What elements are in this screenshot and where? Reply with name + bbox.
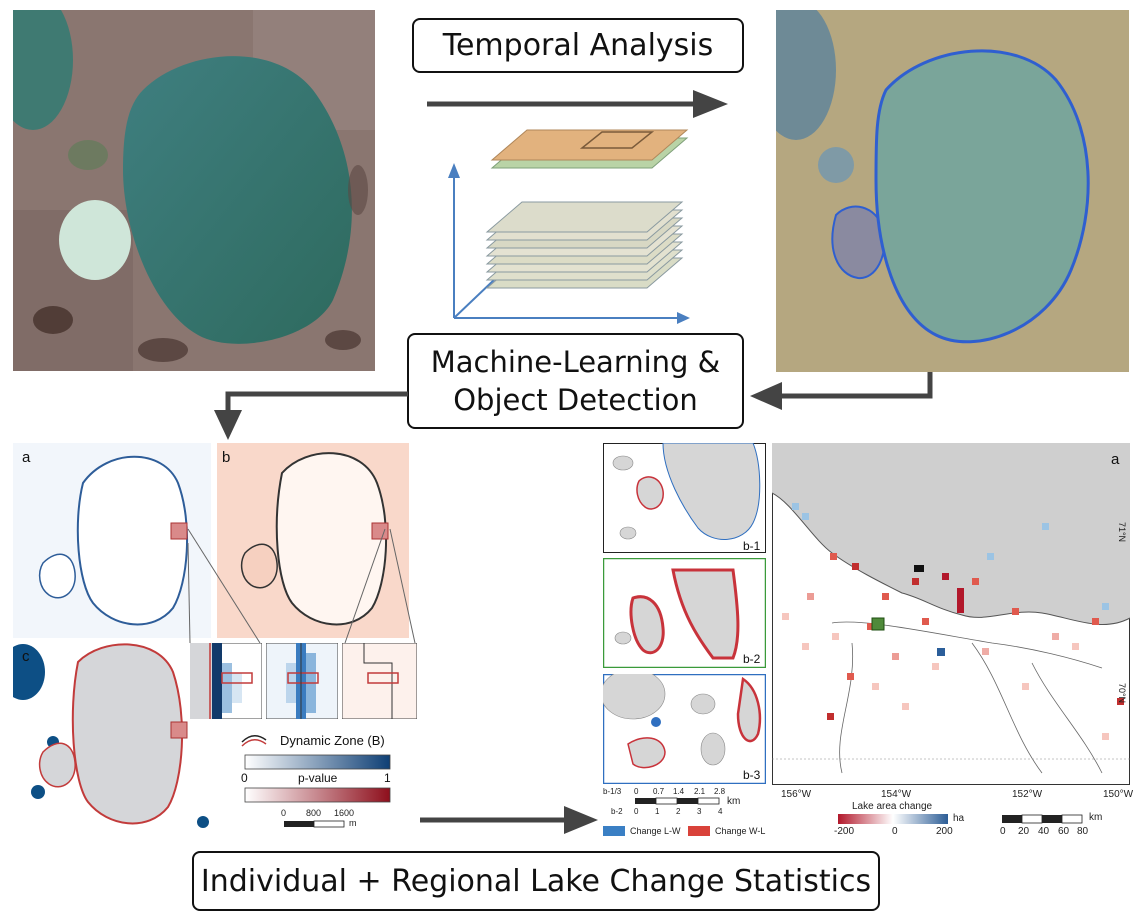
map-lon-154: 154°W — [881, 789, 912, 800]
ml-object-detection-label: Machine-Learning & Object Detection — [407, 333, 744, 429]
map-scale-tick-4: 80 — [1077, 826, 1089, 837]
zoom-panel-2 — [266, 643, 338, 719]
satellite-image-right — [776, 10, 1129, 372]
ml-line2-text: Object Detection — [453, 383, 698, 417]
panel-b2-label: b-2 — [743, 652, 761, 666]
map-scale-unit: km — [1089, 812, 1103, 823]
map-scale-tick-3: 60 — [1058, 826, 1070, 837]
zoom-panel-1 — [190, 643, 262, 719]
middle-scale-bar — [635, 797, 720, 805]
pvalue-max: 1 — [384, 771, 391, 785]
b13-tick-4: 2.8 — [714, 787, 726, 796]
arrow-down-icon — [214, 391, 408, 440]
b2-tick-2: 2 — [676, 807, 681, 816]
pvalue-label: p-value — [298, 771, 338, 785]
arrow-left-icon — [750, 372, 933, 410]
map-scale-bar — [1002, 814, 1083, 824]
panel-b2-image — [603, 558, 766, 668]
ml-line1-text: Machine-Learning & — [430, 345, 721, 379]
b13-scale-prefix: b-1/3 — [603, 787, 622, 796]
map-scale-tick-1: 20 — [1018, 826, 1030, 837]
panel-a-image — [13, 443, 211, 638]
b2-tick-0: 0 — [634, 807, 639, 816]
arrow-right-bottom-icon — [420, 806, 598, 834]
map-legend-min: -200 — [834, 826, 855, 837]
left-scale-tick-1: 800 — [306, 808, 322, 818]
arrow-right-icon — [427, 90, 728, 118]
panel-b1-image — [603, 443, 766, 553]
left-scale-tick-0: 0 — [281, 808, 287, 818]
map-lon-152: 152°W — [1012, 789, 1043, 800]
map-legend-unit: ha — [953, 813, 965, 824]
pvalue-colorbars — [244, 754, 391, 803]
map-legend-max: 200 — [936, 826, 953, 837]
panel-b3-image — [603, 674, 766, 784]
left-scale-tick-2: 1600 — [334, 808, 355, 818]
regional-map — [772, 443, 1130, 785]
map-legend-colorbar — [838, 814, 948, 824]
map-lat-70: 70°N — [1117, 682, 1128, 704]
panel-c-letter: c — [22, 648, 30, 665]
legend-wl-label: Change W-L — [715, 826, 766, 836]
b2-tick-1: 1 — [655, 807, 660, 816]
image-stack-diagram — [448, 129, 690, 324]
b13-tick-3: 2.1 — [694, 787, 706, 796]
b2-tick-4: 4 — [718, 807, 723, 816]
b13-tick-2: 1.4 — [673, 787, 685, 796]
satellite-image-left — [13, 10, 375, 371]
dynamic-zone-label: Dynamic Zone (B) — [280, 733, 385, 748]
temporal-analysis-label: Temporal Analysis — [412, 18, 744, 73]
map-lat-71: 71°N — [1117, 521, 1128, 543]
left-scale-unit: m — [349, 818, 357, 828]
middle-scale-unit: km — [727, 796, 741, 807]
b2-tick-3: 3 — [697, 807, 702, 816]
zoom-panel-3 — [342, 643, 417, 719]
legend-wl-swatch — [688, 826, 710, 836]
map-letter: a — [1111, 451, 1120, 468]
panel-c-image — [13, 642, 211, 836]
b13-tick-0: 0 — [634, 787, 639, 796]
legend-lw-label: Change L-W — [630, 826, 681, 836]
map-lon-156: 156°W — [781, 789, 812, 800]
statistics-text: Individual + Regional Lake Change Statis… — [200, 863, 872, 899]
b2-scale-prefix: b-2 — [611, 807, 623, 816]
zoom-connector-lines — [187, 528, 416, 644]
map-legend-mid: 0 — [892, 826, 898, 837]
map-legend-title: Lake area change — [852, 801, 933, 812]
map-scale-tick-2: 40 — [1038, 826, 1050, 837]
dynamic-zone-icon — [241, 735, 267, 747]
legend-lw-swatch — [603, 826, 625, 836]
map-scale-tick-0: 0 — [1000, 826, 1006, 837]
left-scale-bar — [284, 820, 345, 828]
lake-change-statistics-label: Individual + Regional Lake Change Statis… — [192, 851, 880, 911]
temporal-analysis-text: Temporal Analysis — [442, 28, 714, 63]
panel-b-letter: b — [222, 449, 231, 466]
pvalue-min: 0 — [241, 771, 248, 785]
panel-b3-label: b-3 — [743, 768, 761, 782]
b13-tick-1: 0.7 — [653, 787, 665, 796]
map-lon-150: 150°W — [1103, 789, 1134, 800]
panel-a-letter: a — [22, 449, 31, 466]
panel-b-image — [217, 443, 409, 638]
panel-b1-label: b-1 — [743, 539, 761, 553]
